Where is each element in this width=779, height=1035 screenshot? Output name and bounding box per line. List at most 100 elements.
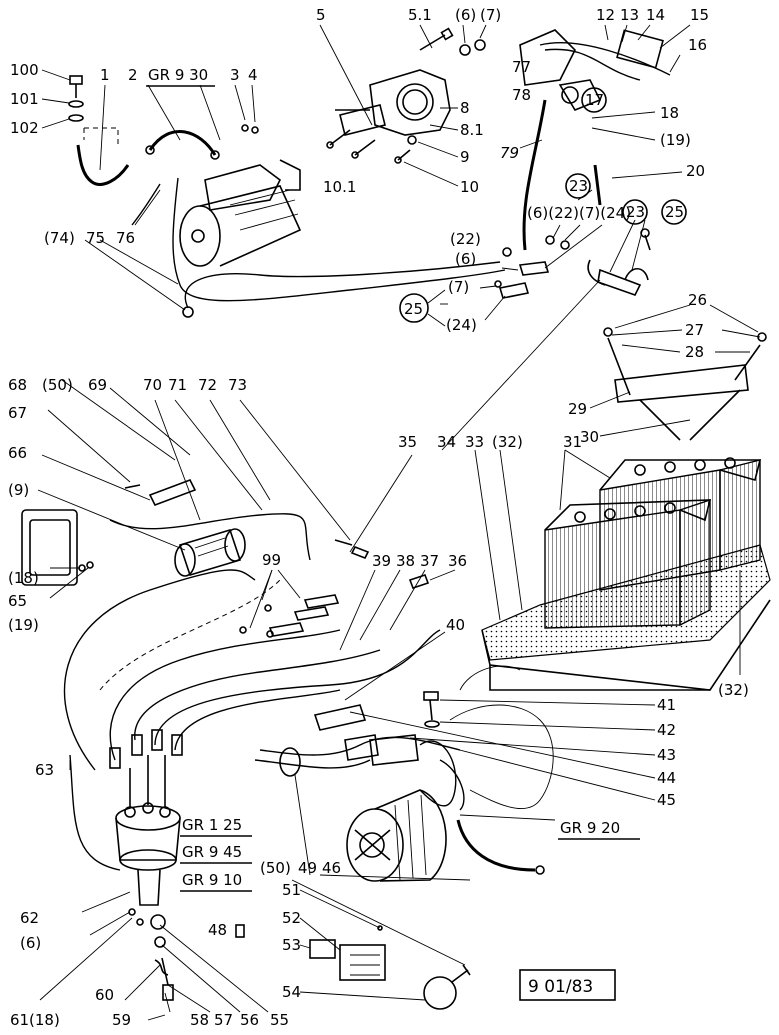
callout-17: 17	[585, 91, 604, 109]
callout-101: 101	[10, 90, 39, 108]
callout-57: 57	[214, 1011, 233, 1029]
bolt-5-1	[419, 27, 454, 51]
alternator	[346, 789, 447, 882]
callout-15: 15	[690, 6, 709, 24]
callout-74: (74)	[44, 229, 75, 247]
gr-9-30: GR 9 30	[148, 66, 208, 84]
callout-8-1: 8.1	[460, 121, 484, 139]
callout-9: 9	[460, 148, 470, 166]
bolt-41-42	[423, 691, 440, 728]
callout-58: 58	[190, 1011, 209, 1029]
nut-3-4	[241, 124, 259, 134]
bolt-9-10	[394, 135, 417, 164]
callout-63: 63	[35, 761, 54, 779]
callout-68: 68	[8, 376, 27, 394]
group-refs: GR 9 30 GR 1 25 GR 9 45 GR 9 10 GR 9 20	[146, 66, 640, 892]
cable-20	[593, 164, 602, 206]
callout-16: 16	[688, 36, 707, 54]
callout-27: 27	[685, 321, 704, 339]
callout-65: 65	[8, 592, 27, 610]
battery-clamp-frame	[603, 327, 767, 441]
battery-front	[544, 499, 712, 629]
capacitor-54	[423, 969, 469, 1010]
callout-32b: (32)	[718, 681, 749, 699]
distributor	[109, 729, 183, 906]
gr-9-20: GR 9 20	[560, 819, 620, 837]
callout-26: 26	[688, 291, 707, 309]
callout-70: 70	[143, 376, 162, 394]
callout-6-low: (6)	[20, 934, 41, 952]
callout-56: 56	[240, 1011, 259, 1029]
callout-39: 39	[372, 552, 391, 570]
callout-35: 35	[398, 433, 417, 451]
callout-18a: (18)	[8, 569, 39, 587]
cable-76	[131, 177, 506, 302]
callout-72: 72	[198, 376, 217, 394]
callout-28: 28	[685, 343, 704, 361]
callout-4: 4	[248, 66, 258, 84]
regulator-52-53	[309, 939, 386, 981]
callout-50a: (50)	[260, 859, 291, 877]
figure-stamp: 9 01/83	[519, 969, 616, 1001]
callout-25b: 25	[404, 300, 423, 318]
callout-6-top: (6)	[455, 6, 476, 24]
callout-24: (24)	[446, 316, 477, 334]
callout-41: 41	[657, 696, 676, 714]
callout-79: 79	[500, 144, 519, 162]
callout-102: 102	[10, 119, 39, 137]
leader-lines	[37, 24, 761, 1021]
callout-62: 62	[20, 909, 39, 927]
plug-connector-66-67	[109, 478, 311, 561]
callout-100: 100	[10, 61, 39, 79]
stamp-text: 9 01/83	[528, 977, 593, 997]
callout-labels: 100 101 102 1 2 3 4 5 5.1 (6) (7) 8 8.1 …	[8, 6, 749, 1029]
callout-36: 36	[448, 552, 467, 570]
ignition-coil	[174, 528, 246, 577]
callout-29: 29	[568, 400, 587, 418]
callout-6-22-7-24: (6)(22)(7)(24)	[527, 204, 631, 222]
callout-7-mid: (7)	[448, 278, 469, 296]
gr-9-45: GR 9 45	[182, 843, 242, 861]
callout-43: 43	[657, 746, 676, 764]
callout-52: 52	[282, 909, 301, 927]
callout-22: (22)	[450, 230, 481, 248]
relay-15	[539, 29, 671, 81]
callout-60: 60	[95, 986, 114, 1004]
callout-73: 73	[228, 376, 247, 394]
cable-75	[182, 261, 501, 318]
callout-10: 10	[460, 178, 479, 196]
gr-1-25: GR 1 25	[182, 816, 242, 834]
callout-7-top: (7)	[480, 6, 501, 24]
callout-40: 40	[446, 616, 465, 634]
cable-79	[522, 99, 547, 251]
small-parts-48-51	[235, 924, 471, 976]
callout-78: 78	[512, 86, 531, 104]
starter-motor	[179, 159, 302, 267]
bolt-10-1	[326, 129, 376, 159]
mounting-bracket-8	[335, 69, 451, 136]
callout-13: 13	[620, 6, 639, 24]
callout-38: 38	[396, 552, 415, 570]
callout-5: 5	[316, 6, 326, 24]
callout-18b: (18)	[29, 1011, 60, 1029]
callout-32a: (32)	[492, 433, 523, 451]
callout-77: 77	[512, 58, 531, 76]
callout-45: 45	[657, 791, 676, 809]
callout-25a: 25	[665, 203, 684, 221]
distributor-small-parts	[128, 908, 174, 1001]
callout-67: 67	[8, 404, 27, 422]
bolt-100	[68, 75, 84, 122]
callout-42: 42	[657, 721, 676, 739]
callout-34: 34	[437, 433, 456, 451]
callout-51: 51	[282, 881, 301, 899]
solenoid-switch-17	[519, 29, 602, 111]
callout-33: 33	[465, 433, 484, 451]
terminal-cluster	[494, 235, 570, 299]
washer-6-7	[459, 39, 486, 56]
callout-10-1: 10.1	[323, 178, 356, 196]
callout-54: 54	[282, 983, 301, 1001]
callout-3: 3	[230, 66, 240, 84]
callout-30: 30	[580, 428, 599, 446]
callout-5-1: 5.1	[408, 6, 432, 24]
